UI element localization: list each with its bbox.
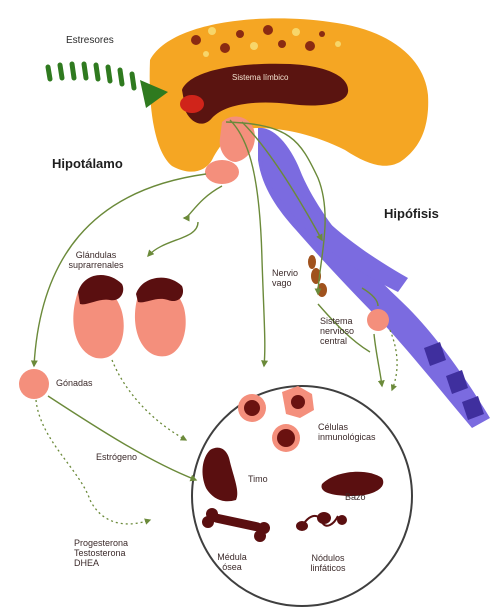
- label-sistema-nervioso-central: Sistema nervioso central: [320, 316, 354, 346]
- label-hipotalamo: Hipotálamo: [52, 156, 123, 171]
- cns-node: [367, 309, 389, 331]
- label-glandulas-suprarrenales: Glándulas suprarrenales: [64, 250, 128, 270]
- amygdala-spot: [180, 95, 204, 113]
- label-celulas-inmunologicas: Células inmunológicas: [318, 422, 376, 442]
- label-gonadas: Gónadas: [56, 378, 93, 388]
- adrenal-gland-left: [73, 275, 123, 358]
- gonads: [19, 369, 49, 399]
- label-bazo: Bazo: [345, 492, 366, 502]
- adrenal-gland-right: [135, 278, 186, 357]
- label-sistema-limbico: Sistema límbico: [232, 73, 288, 83]
- label-hipofisis: Hipófisis: [384, 206, 439, 221]
- label-estresores: Estresores: [66, 36, 114, 46]
- label-nodulos-linfaticos: Nódulos linfáticos: [298, 553, 358, 573]
- label-nervio-vago: Nervio vago: [272, 268, 298, 288]
- label-medula-osea: Médula ósea: [212, 552, 252, 572]
- label-estrogeno: Estrógeno: [96, 452, 137, 462]
- label-timo: Timo: [248, 474, 268, 484]
- label-hormonas-gonadales: Progesterona Testosterona DHEA: [74, 538, 128, 568]
- stress-arcs: [48, 64, 134, 88]
